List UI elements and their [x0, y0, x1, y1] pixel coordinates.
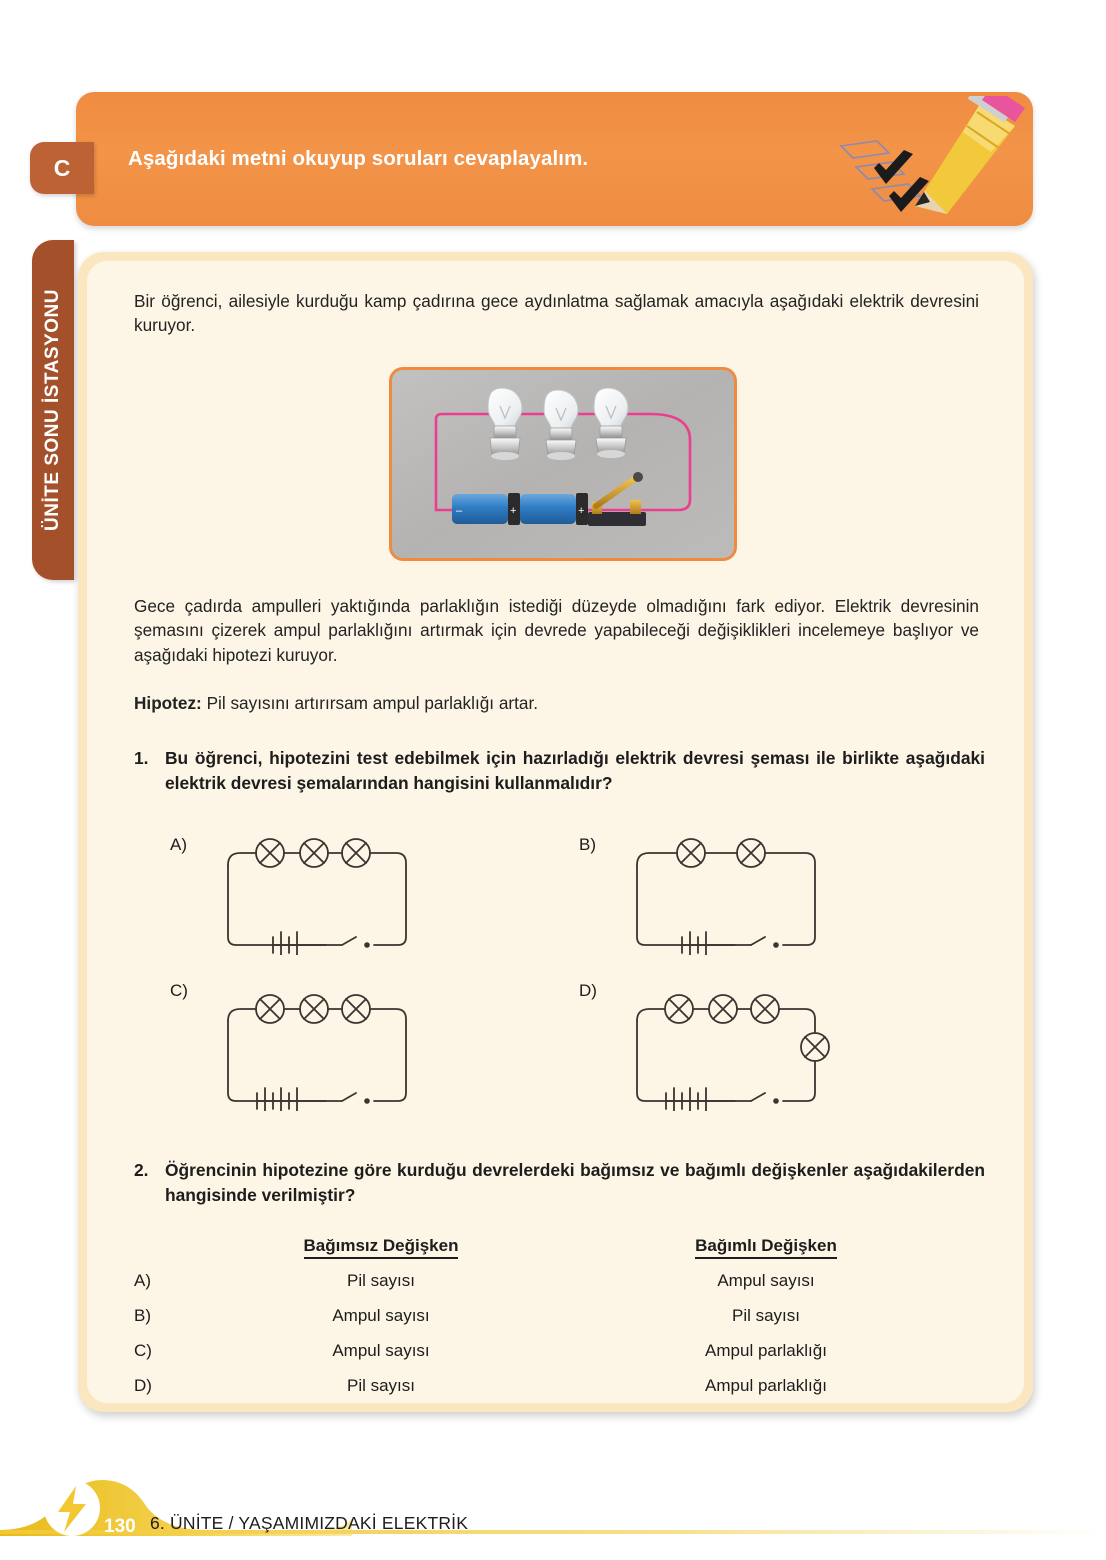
svg-text:+: + — [578, 505, 584, 517]
pencil-checklist-icon — [839, 96, 1025, 214]
hypothesis-label: Hipotez: — [134, 693, 202, 713]
row-label: D) — [134, 1376, 152, 1395]
question-2: 2. Öğrencinin hipotezine göre kurduğu de… — [134, 1158, 985, 1207]
hypothesis-text: Pil sayısını artırırsam ampul parlaklığı… — [201, 693, 539, 713]
row-independent: Ampul sayısı — [332, 1341, 430, 1360]
intro-paragraph: Bir öğrenci, ailesiyle kurduğu kamp çadı… — [134, 291, 979, 336]
unit-station-tab: ÜNİTE SONU İSTASYONU — [32, 240, 74, 580]
question-1-number: 1. — [134, 748, 149, 768]
question-1-text: Bu öğrenci, hipotezini test edebilmek iç… — [165, 748, 985, 793]
content-card-inner: Bir öğrenci, ailesiyle kurduğu kamp çadı… — [87, 261, 1024, 1403]
option-d-circuit-diagram — [636, 994, 830, 1111]
hypothesis-line: Hipotez: Pil sayısını artırırsam ampul p… — [134, 693, 979, 714]
variables-table-header: Bağımsız Değişken Bağımlı Değişken — [134, 1236, 979, 1259]
row-dependent: Ampul sayısı — [717, 1271, 815, 1290]
header-blank — [134, 1236, 196, 1256]
page-footer — [0, 1480, 1106, 1536]
option-d-label: D) — [579, 981, 597, 1000]
row-label: A) — [134, 1271, 151, 1290]
circuit-photo-illustration: + + – — [392, 370, 734, 558]
content-card: Bir öğrenci, ailesiyle kurduğu kamp çadı… — [78, 252, 1033, 1412]
option-a-label: A) — [170, 835, 187, 854]
variables-table: Bağımsız Değişken Bağımlı Değişken A) Pi… — [134, 1236, 979, 1396]
row-independent: Pil sayısı — [346, 1271, 416, 1290]
question-1: 1. Bu öğrenci, hipotezini test edebilmek… — [134, 746, 985, 795]
svg-text:+: + — [510, 505, 516, 517]
header-dependent: Bağımlı Değişken — [566, 1236, 966, 1259]
footer-unit-label: 6. ÜNİTE / YAŞAMIMIZDAKİ ELEKTRİK — [150, 1513, 469, 1533]
table-row[interactable]: A) Pil sayısı Ampul sayısı — [134, 1271, 979, 1291]
row-independent: Pil sayısı — [346, 1376, 416, 1395]
svg-text:–: – — [456, 505, 463, 517]
row-dependent: Pil sayısı — [731, 1306, 801, 1325]
page-number: 130 — [104, 1516, 136, 1537]
section-letter-badge: C — [30, 142, 94, 194]
circuit-photo: + + – — [389, 367, 737, 561]
row-independent: Ampul sayısı — [332, 1306, 430, 1325]
option-c-label: C) — [170, 981, 188, 1000]
second-paragraph: Gece çadırda ampulleri yaktığında parlak… — [134, 596, 979, 665]
row-dependent: Ampul parlaklığı — [705, 1376, 827, 1395]
table-row[interactable]: D) Pil sayısı Ampul parlaklığı — [134, 1376, 979, 1396]
row-label: B) — [134, 1306, 151, 1325]
unit-station-tab-label: ÜNİTE SONU İSTASYONU — [42, 289, 63, 531]
section-letter-text: C — [53, 154, 71, 181]
instruction-title: Aşağıdaki metni okuyup soruları cevaplay… — [128, 147, 589, 170]
header-independent: Bağımsız Değişken — [196, 1236, 566, 1259]
option-b-label: B) — [579, 835, 596, 854]
question-2-number: 2. — [134, 1160, 149, 1180]
question-2-text: Öğrencinin hipotezine göre kurduğu devre… — [165, 1160, 985, 1205]
table-row[interactable]: B) Ampul sayısı Pil sayısı — [134, 1306, 979, 1326]
option-c-circuit-diagram — [227, 994, 407, 1111]
instruction-header: Aşağıdaki metni okuyup soruları cevaplay… — [76, 92, 1033, 226]
option-b-circuit-diagram — [636, 838, 816, 955]
row-label: C) — [134, 1341, 152, 1360]
option-a-circuit-diagram — [227, 838, 407, 955]
table-row[interactable]: C) Ampul sayısı Ampul parlaklığı — [134, 1341, 979, 1361]
row-dependent: Ampul parlaklığı — [705, 1341, 827, 1360]
